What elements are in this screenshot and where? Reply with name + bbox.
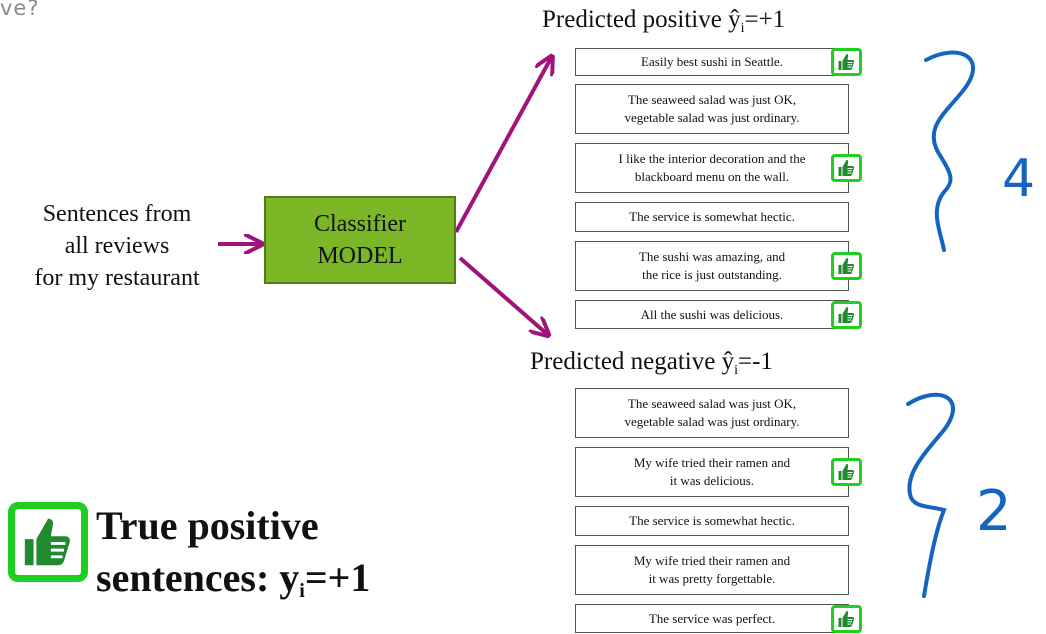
predicted-negative-prefix: Predicted negative ŷ: [530, 348, 735, 375]
legend-line-2-suffix: =+1: [304, 555, 371, 600]
source-label: Sentences from all reviews for my restau…: [0, 198, 234, 294]
sentence-box: The service is somewhat hectic.: [575, 506, 849, 536]
predicted-negative-heading: Predicted negative ŷi=-1: [530, 348, 773, 379]
legend-line-2: sentences: yi=+1: [96, 552, 370, 617]
negative-arrow: [458, 256, 547, 334]
sentence-box: The seaweed salad was just OK, vegetable…: [575, 84, 849, 134]
sentence-box: Easily best sushi in Seattle.: [575, 48, 849, 76]
predicted-positive-heading: Predicted positive ŷi=+1: [542, 6, 785, 37]
thumbs-up-icon: [831, 48, 862, 76]
sentence-box: The sushi was amazing, and the rice is j…: [575, 241, 849, 291]
model-line-2: MODEL: [317, 243, 403, 269]
legend-line-1: True positive: [96, 503, 319, 548]
sentence-text: The seaweed salad was just OK, vegetable…: [624, 396, 800, 429]
thumbs-up-icon: [831, 301, 862, 329]
legend-text: True positive sentences: yi=+1: [96, 500, 370, 617]
sentence-text: All the sushi was delicious.: [640, 306, 784, 322]
positive-count-annotation: 4: [1002, 149, 1035, 209]
thumbs-up-icon: [8, 502, 88, 582]
positive-arrow: [454, 58, 551, 233]
sentence-box: The service was perfect.: [575, 604, 849, 633]
thumbs-up-icon: [831, 605, 862, 633]
negative-brace: [906, 392, 955, 598]
sentence-text: The service was perfect.: [648, 610, 776, 626]
predicted-positive-suffix: =+1: [744, 6, 786, 33]
top-fragment-text: ve?: [0, 0, 40, 20]
sentence-text: I like the interior decoration and the b…: [618, 151, 806, 184]
negative-count-annotation: 2: [976, 479, 1012, 544]
model-line-1: Classifier: [314, 211, 406, 237]
sentence-text: My wife tried their ramen and it was pre…: [633, 553, 791, 586]
sentence-text: The seaweed salad was just OK, vegetable…: [624, 92, 800, 125]
sentence-text: My wife tried their ramen and it was del…: [633, 455, 791, 488]
sentence-text: The sushi was amazing, and the rice is j…: [638, 249, 786, 282]
predicted-negative-suffix: =-1: [737, 348, 773, 375]
legend-line-2-subscript: i: [299, 580, 305, 602]
predicted-negative-subscript: i: [734, 363, 738, 378]
sentence-box: My wife tried their ramen and it was pre…: [575, 545, 849, 595]
sentence-text: Easily best sushi in Seattle.: [641, 54, 783, 69]
sentence-box: My wife tried their ramen and it was del…: [575, 447, 849, 497]
positive-brace: [924, 50, 976, 252]
sentence-box: I like the interior decoration and the b…: [575, 143, 849, 193]
legend-line-2-prefix: sentences: y: [96, 555, 300, 600]
thumbs-up-icon: [831, 154, 862, 182]
source-line-3: for my restaurant: [34, 265, 200, 291]
sentence-text: The service is somewhat hectic.: [629, 209, 795, 224]
sentence-text: The service is somewhat hectic.: [629, 513, 795, 528]
predicted-positive-prefix: Predicted positive ŷ: [542, 6, 741, 33]
source-line-2: all reviews: [64, 233, 170, 259]
source-line-1: Sentences from: [42, 201, 192, 227]
thumbs-up-icon: [831, 458, 862, 486]
sentence-box: The service is somewhat hectic.: [575, 202, 849, 232]
predicted-positive-subscript: i: [740, 21, 745, 36]
sentence-box: The seaweed salad was just OK, vegetable…: [575, 388, 849, 438]
sentence-box: All the sushi was delicious.: [575, 300, 849, 329]
classifier-model-box: Classifier MODEL: [264, 196, 456, 284]
thumbs-up-icon: [831, 252, 862, 280]
